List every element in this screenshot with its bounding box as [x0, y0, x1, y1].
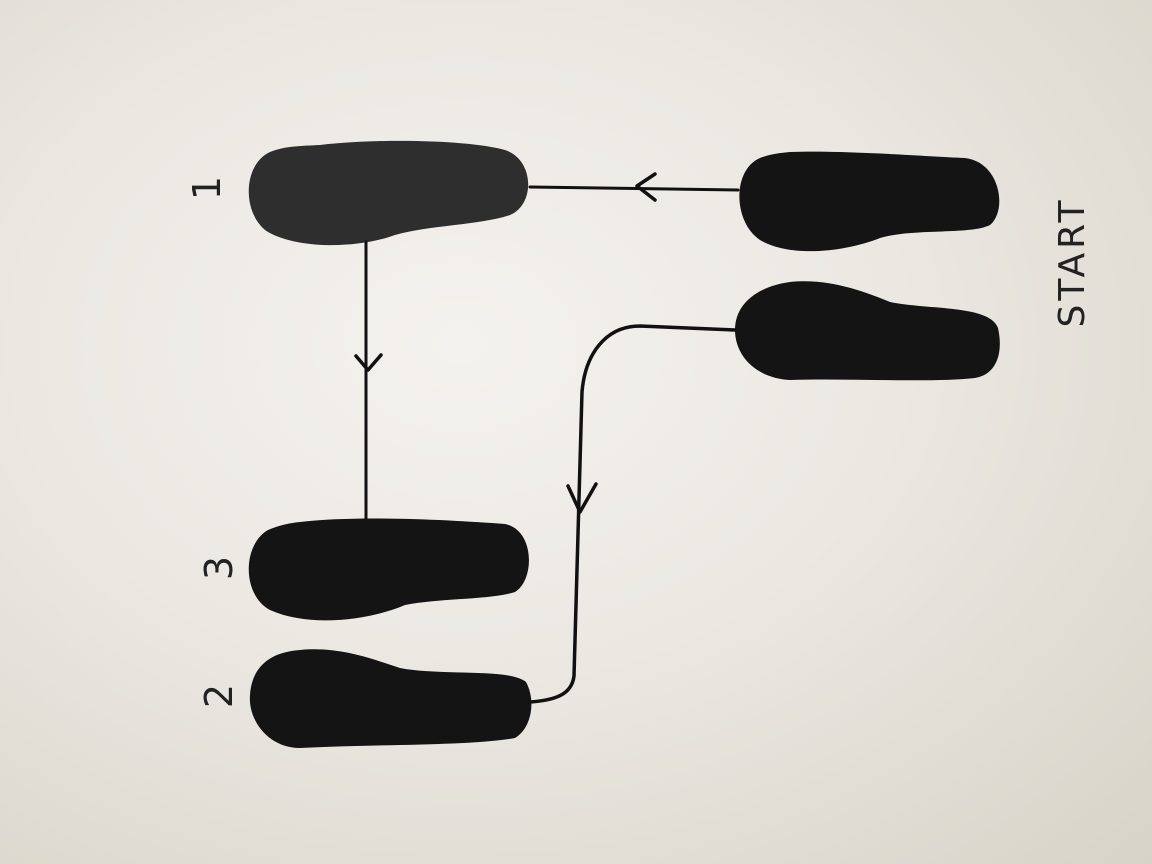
label-step-2: 2 [197, 684, 241, 708]
label-step-1: 1 [185, 176, 229, 200]
arrow-head-to-step-1-icon [635, 172, 657, 202]
footprint-3 [248, 518, 529, 621]
arrow-head-to-step-3-icon [354, 353, 383, 372]
arrow-head-to-step-2-icon [566, 482, 598, 514]
footprint-start-right [735, 281, 1000, 381]
footprint-start-left [739, 151, 1000, 252]
footprint-1 [248, 140, 529, 246]
path-start-to-step-2 [528, 324, 737, 704]
label-start: START [1052, 196, 1093, 327]
path-start-to-step-1 [528, 185, 740, 192]
label-step-3: 3 [197, 556, 241, 580]
footprint-2 [249, 649, 532, 748]
